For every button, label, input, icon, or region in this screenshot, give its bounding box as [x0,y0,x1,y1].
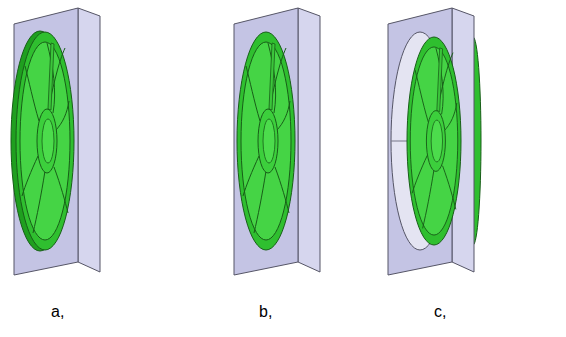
subfigure-label: c, [434,302,446,321]
fan-block-a [11,8,100,275]
subfigure-label: b, [259,302,272,321]
fan-block-b [234,8,320,275]
fan-block-c [388,8,481,275]
subfigure-label: a, [51,302,64,321]
